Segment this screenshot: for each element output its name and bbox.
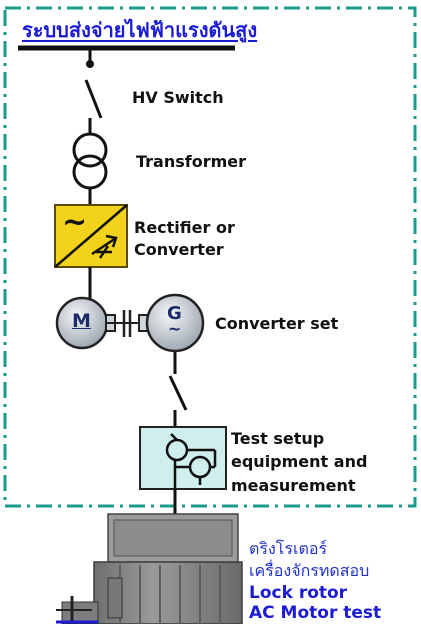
hv-system-title: ระบบส่งจ่ายไฟฟ้าแรงดันสูง xyxy=(22,18,258,42)
footer-en-line1: Lock rotor xyxy=(249,583,348,603)
hv-switch-blade xyxy=(84,79,103,119)
ac-motor-under-test-image xyxy=(56,513,243,625)
converter-set xyxy=(55,293,205,353)
motor-letter: M xyxy=(72,310,91,332)
test-setup-label-line2: equipment and xyxy=(231,452,368,471)
test-setup-label-line1: Test setup xyxy=(231,429,325,448)
bus-junction-dot xyxy=(86,60,94,68)
ac-sine-icon: ~ xyxy=(62,205,88,240)
transformer-symbol xyxy=(72,132,108,190)
transformer-label: Transformer xyxy=(136,152,247,171)
thyristor-arrow-icon xyxy=(91,234,118,259)
lv-switch-blade xyxy=(168,375,188,411)
converter-set-label: Converter set xyxy=(215,314,339,333)
generator-circle xyxy=(145,293,205,353)
rectifier-label-line1: Rectifier or xyxy=(134,218,235,237)
footer-thai-line1: ตริงโรเตอร์ xyxy=(249,539,328,558)
hv-switch-label: HV Switch xyxy=(132,88,224,107)
rectifier-label-line2: Converter xyxy=(134,240,224,259)
footer-en-line2: AC Motor test xyxy=(249,603,382,623)
system-boundary xyxy=(3,6,417,508)
test-setup-box xyxy=(139,426,227,490)
generator-letter: G xyxy=(167,303,182,324)
test-setup-label-line3: measurement xyxy=(231,476,356,495)
footer-thai-line2: เครื่องจักรทดสอบ xyxy=(249,561,370,580)
generator-ac-icon: ~ xyxy=(168,319,182,338)
